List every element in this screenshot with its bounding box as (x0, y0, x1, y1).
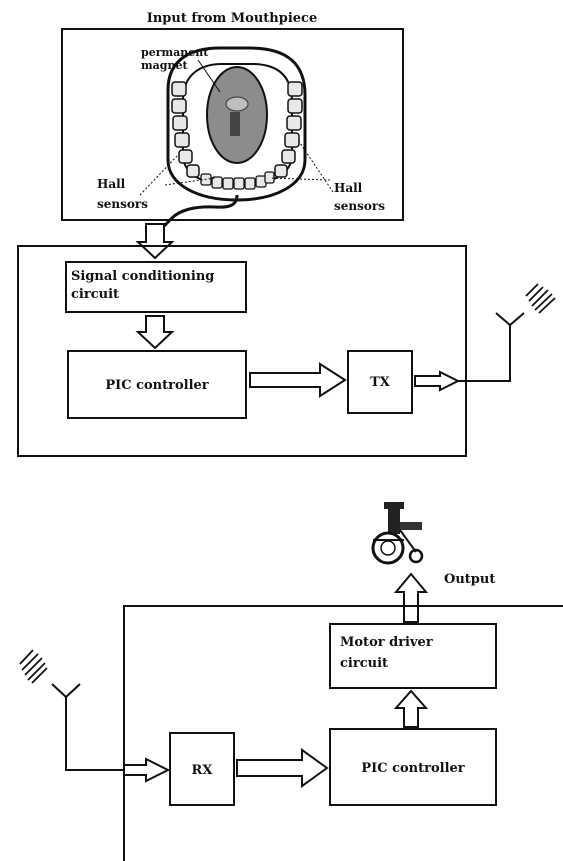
hall-right-label-line2: sensors (334, 199, 385, 213)
rx-label: RX (192, 763, 214, 778)
mouthpiece-title: Input from Mouthpiece (147, 11, 317, 26)
arrow-motor-to-output (393, 572, 429, 623)
hall-right-leader-line (297, 139, 334, 193)
magnet-label-line2: magnet (141, 59, 188, 72)
arrow-pic-to-tx (249, 362, 347, 398)
tx-pic-controller-label: PIC controller (105, 378, 208, 393)
transmitter-box (17, 245, 467, 457)
signal-conditioning-label-line1: Signal conditioning (71, 269, 214, 284)
arrow-antenna-to-rx (123, 757, 171, 783)
tx-pic-controller-box (67, 350, 247, 419)
magnet-leader-line (197, 59, 221, 93)
mouthpiece-panel: Input from Mouthpiece (61, 11, 404, 236)
receive-antenna-icon (19, 649, 124, 771)
rx-pic-controller-box (329, 728, 497, 806)
motor-driver-label-line1: Motor driver (340, 635, 433, 650)
hall-right-label-line1: Hall (334, 181, 363, 195)
hall-left-leader-line (139, 154, 179, 196)
mouth-icon (156, 46, 307, 236)
arrow-mouthpiece-to-conditioning (135, 223, 175, 260)
signal-conditioning-label-line2: circuit (71, 287, 119, 302)
hall-left-label-line2: sensors (97, 197, 148, 211)
mouthpiece-box (61, 28, 404, 221)
arrow-pic-to-motor (393, 689, 429, 728)
arrow-tx-out (414, 370, 461, 392)
motor-driver-label-line2: circuit (340, 656, 388, 671)
rx-box (169, 732, 235, 806)
tx-box (347, 350, 413, 414)
magnet-label-line1: permanent (141, 46, 209, 59)
transmitter-panel: Signal conditioning circuit PIC controll… (17, 245, 467, 457)
hall-left-leader-line-2 (164, 177, 216, 186)
wheelchair-icon (371, 502, 424, 565)
signal-conditioning-box (65, 261, 247, 313)
arrow-rx-to-pic (236, 748, 329, 788)
hall-left-label-line1: Hall (97, 177, 126, 191)
motor-driver-box (329, 623, 497, 689)
output-label: Output (444, 572, 495, 587)
arrow-conditioning-to-pic (135, 315, 175, 350)
transmit-antenna-icon (458, 283, 556, 382)
rx-pic-controller-label: PIC controller (361, 761, 464, 776)
tx-label: TX (370, 375, 391, 390)
